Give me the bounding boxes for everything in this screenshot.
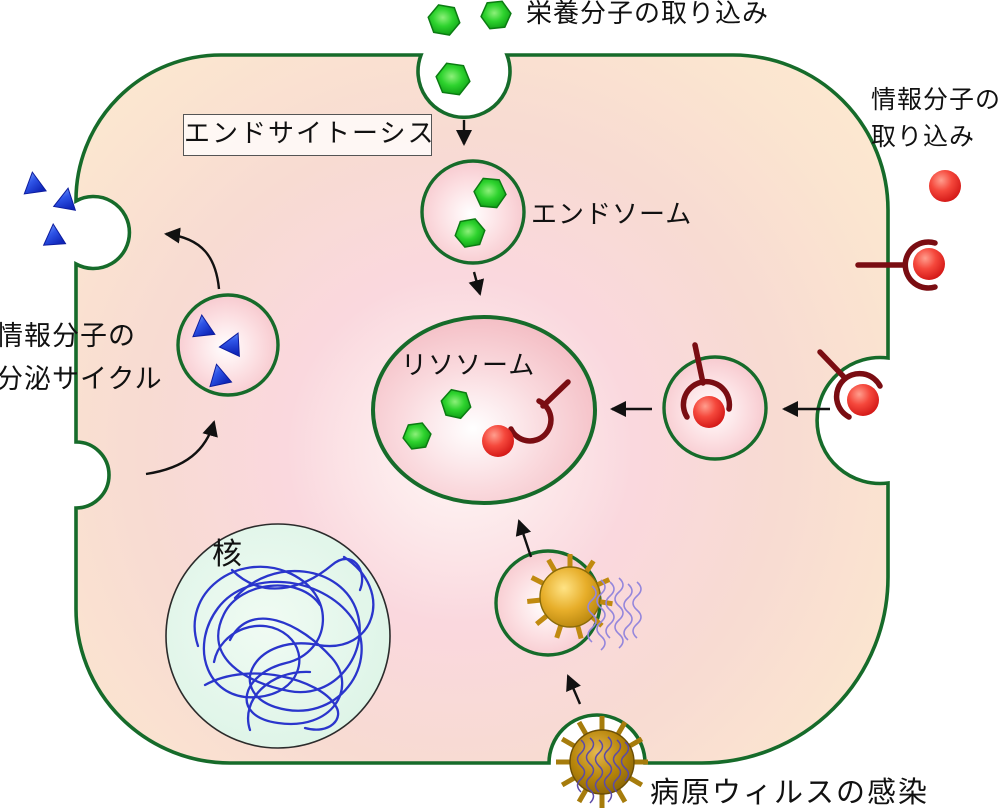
label-virus-infection: 病原ウィルスの感染 bbox=[650, 775, 930, 809]
virus-in-vesicle-icon bbox=[527, 554, 612, 639]
secretion-triangle-icon bbox=[42, 222, 67, 246]
label-signal-uptake: 情報分子の 取り込み bbox=[871, 81, 1000, 155]
flow-arrows bbox=[145, 120, 830, 705]
endosome-vesicle bbox=[420, 159, 526, 265]
label-secretion-cycle-line1: 情報分子の bbox=[0, 321, 136, 352]
lysosome-body bbox=[371, 315, 597, 505]
receptor-icon bbox=[855, 239, 938, 291]
label-signal-uptake-line2: 取り込み bbox=[871, 122, 976, 151]
label-secretion-cycle: 情報分子の 分泌サイクル bbox=[0, 315, 163, 401]
nutrient-hexagon-icon bbox=[402, 422, 432, 450]
nutrient-molecules bbox=[402, 0, 512, 450]
dna-tangle-icon bbox=[193, 555, 375, 732]
secretion-triangle-icon bbox=[23, 171, 47, 195]
label-secretion-cycle-line2: 分泌サイクル bbox=[0, 364, 163, 395]
nutrient-hexagon-icon bbox=[427, 4, 461, 36]
label-signal-uptake-line1: 情報分子の bbox=[871, 85, 1000, 114]
arrow-secretion-release bbox=[164, 227, 221, 290]
receptor-icon bbox=[680, 342, 733, 420]
virus-outside-icon bbox=[556, 716, 648, 808]
nutrient-hexagon-icon bbox=[440, 388, 472, 420]
label-nucleus: 核 bbox=[212, 537, 243, 572]
arrow-endosome-to-lysosome bbox=[468, 271, 485, 296]
arrow-secretion-recycle bbox=[145, 420, 218, 476]
signal-molecules bbox=[482, 170, 961, 457]
secretion-triangle-icon bbox=[209, 363, 233, 388]
label-nutrient-uptake: 栄養分子の取り込み bbox=[526, 0, 770, 29]
label-endosome: エンドソーム bbox=[531, 200, 693, 230]
receptors bbox=[508, 239, 938, 444]
secretion-triangle-icon bbox=[192, 314, 216, 338]
receptor-icon bbox=[508, 379, 571, 444]
arrow-virus-to-vesicle bbox=[566, 674, 582, 705]
nucleus bbox=[165, 523, 391, 749]
arrow-virusvesicle-to-lysosome bbox=[515, 519, 533, 558]
secretion-triangle-icon bbox=[52, 187, 77, 211]
receptor-icon bbox=[817, 349, 883, 420]
nutrient-hexagon-icon bbox=[435, 62, 471, 96]
signal-ball-icon bbox=[693, 396, 725, 428]
signal-ball-icon bbox=[929, 170, 961, 202]
secretion-molecules bbox=[23, 171, 240, 388]
signal-ball-icon bbox=[913, 248, 945, 280]
viral-rna-icon bbox=[576, 736, 630, 804]
signal-ball-icon bbox=[847, 384, 879, 416]
nutrient-hexagon-icon bbox=[480, 0, 512, 30]
nutrient-hexagon-icon bbox=[473, 177, 507, 209]
nutrient-hexagon-icon bbox=[454, 218, 486, 248]
secretion-triangle-icon bbox=[218, 332, 240, 358]
label-endocytosis: エンドサイトーシス bbox=[183, 114, 433, 156]
viral-rna-icon bbox=[587, 577, 642, 651]
signal-ball-icon bbox=[482, 425, 514, 457]
label-lysosome: リソソーム bbox=[401, 351, 536, 381]
